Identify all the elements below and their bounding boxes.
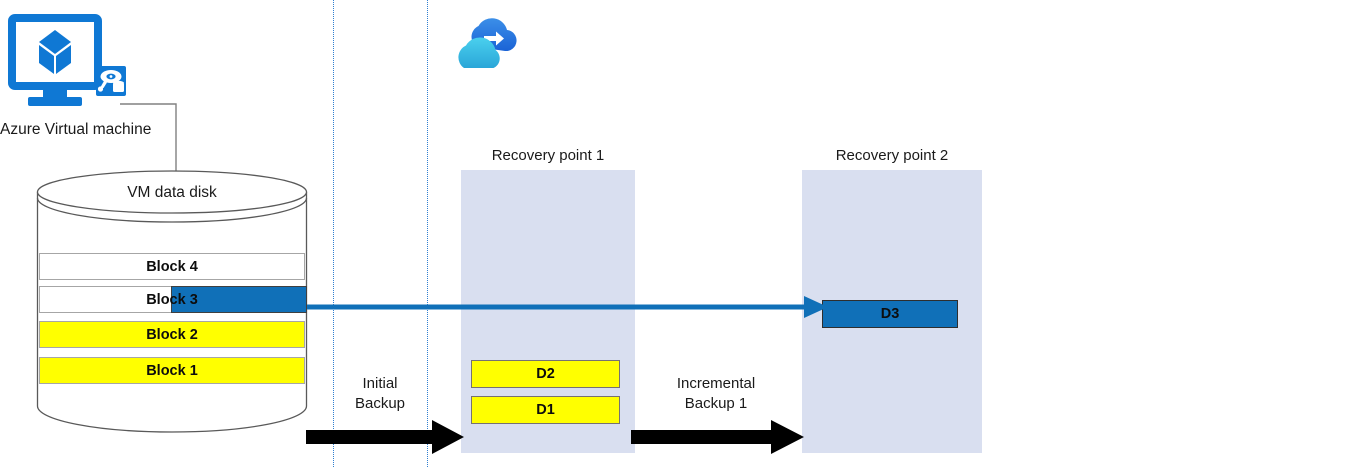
recovery-point-2-title: Recovery point 2 xyxy=(835,147,949,164)
cylinder-title: VM data disk xyxy=(127,184,217,201)
disk-block-4-label: Block 4 xyxy=(146,258,198,275)
recovery-point-2-item-d3: D3 xyxy=(822,300,958,328)
guide-line-right xyxy=(427,0,428,467)
initial-backup-label-line2: Backup xyxy=(354,394,406,412)
recovery-point-1-title: Recovery point 1 xyxy=(491,147,605,164)
recovery-services-vault-cloud-icon xyxy=(450,10,526,86)
disk-block-1-label: Block 1 xyxy=(146,362,198,379)
changed-block-highlight xyxy=(171,286,307,313)
recovery-point-1-item-d2: D2 xyxy=(471,360,620,388)
disk-block-2: Block 2 xyxy=(39,321,305,348)
disk-block-3: Block 3 xyxy=(39,286,307,313)
initial-backup-label: Initial Backup xyxy=(333,374,427,414)
disk-block-1: Block 1 xyxy=(39,357,305,384)
incremental-backup-1-label-line2: Backup 1 xyxy=(684,394,748,412)
vm-data-disk-cylinder: VM data disk Block 4 Block 3 Block 2 Blo… xyxy=(36,170,308,450)
recovery-point-1-item-d1-label: D1 xyxy=(536,402,555,418)
recovery-point-1-item-d1: D1 xyxy=(471,396,620,424)
incremental-backup-1-label-line1: Incremental xyxy=(676,375,756,392)
changed-block-transfer-arrow xyxy=(300,292,830,322)
initial-backup-label-line1: Initial xyxy=(362,375,398,392)
azure-virtual-machine-icon xyxy=(8,14,138,114)
recovery-point-1-item-d2-label: D2 xyxy=(536,366,555,382)
incremental-backup-1-label: Incremental Backup 1 xyxy=(640,374,792,414)
guide-line-left xyxy=(333,0,334,467)
disk-block-4: Block 4 xyxy=(39,253,305,280)
disk-block-3-label: Block 3 xyxy=(146,291,198,308)
disk-block-2-label: Block 2 xyxy=(146,326,198,343)
vm-label: Azure Virtual machine xyxy=(0,121,152,138)
vm-disk-connector xyxy=(120,100,178,172)
recovery-point-2-item-d3-label: D3 xyxy=(880,306,900,322)
incremental-backup-1-arrow xyxy=(631,418,806,456)
initial-backup-arrow xyxy=(306,418,466,456)
